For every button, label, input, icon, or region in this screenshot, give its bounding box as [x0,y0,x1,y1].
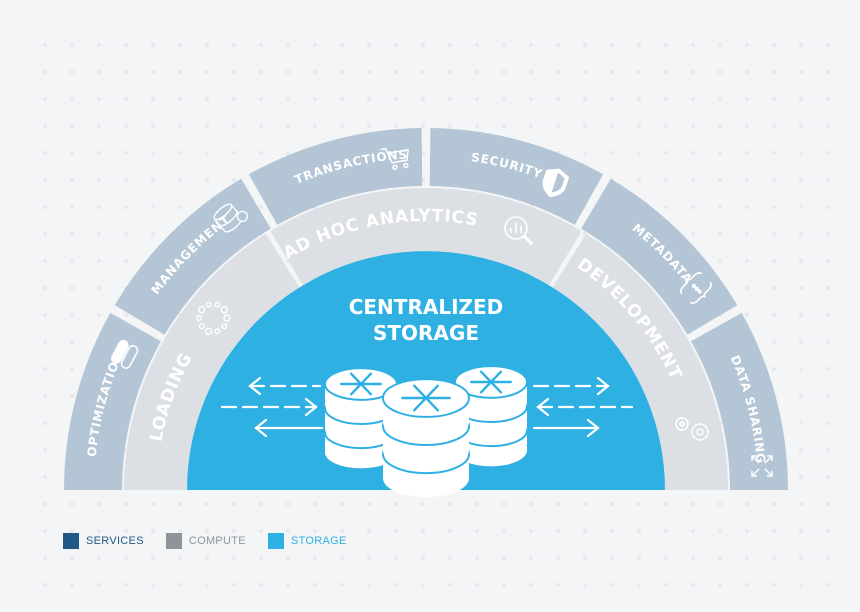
arrow-left-top-icon [248,376,322,396]
compute-segment-development [552,233,728,491]
cart-icon [380,147,409,171]
compute-segment-ad-hoc-analytics [270,188,582,286]
services-segment-optimization [64,312,161,490]
legend-item-services: SERVICES [63,533,144,549]
storage-title-line2: STORAGE [373,321,479,345]
legend-label: STORAGE [290,535,347,547]
legend-item-compute: COMPUTE [165,533,246,549]
legend-label: SERVICES [86,535,144,547]
loading-ring-icon [196,301,231,336]
toggle-pills-icon [110,339,139,369]
database-gear-icon [213,203,249,233]
services-segment-security [429,128,604,225]
arrow-left-mid-icon [536,397,634,417]
database-cylinder-icon [454,365,528,467]
flow-arrows [220,376,634,438]
services-segment-management [114,178,271,335]
database-cylinder-icon [324,367,398,469]
shield-icon [542,168,570,198]
services-segment-data-sharing [691,312,788,490]
arrow-right-top-icon [532,376,610,396]
legend: SERVICES COMPUTE STORAGE [63,531,347,551]
services-ring [64,128,788,490]
curly-braces-icon [680,272,712,304]
storage-core [187,251,665,490]
compute-segment-loading [124,233,300,491]
legend-swatch [165,533,182,549]
magnifier-chart-icon [504,216,534,246]
arrow-right-mid-icon [220,397,318,417]
services-segment-transactions [248,128,423,225]
expand-arrows-icon [751,455,773,477]
gears-icon [675,417,709,441]
services-segment-metadata [581,178,738,335]
legend-label: COMPUTE [188,535,246,547]
storage-title-line1: CENTRALIZED [349,295,504,319]
arrow-left-bottom-icon [254,418,324,438]
database-stack-icon [324,365,528,498]
arrow-right-bottom-icon [532,418,600,438]
database-cylinder-icon [382,378,470,498]
legend-swatch [267,533,284,549]
compute-ring [124,188,728,491]
legend-item-storage: STORAGE [267,533,347,549]
legend-swatch [63,533,79,549]
